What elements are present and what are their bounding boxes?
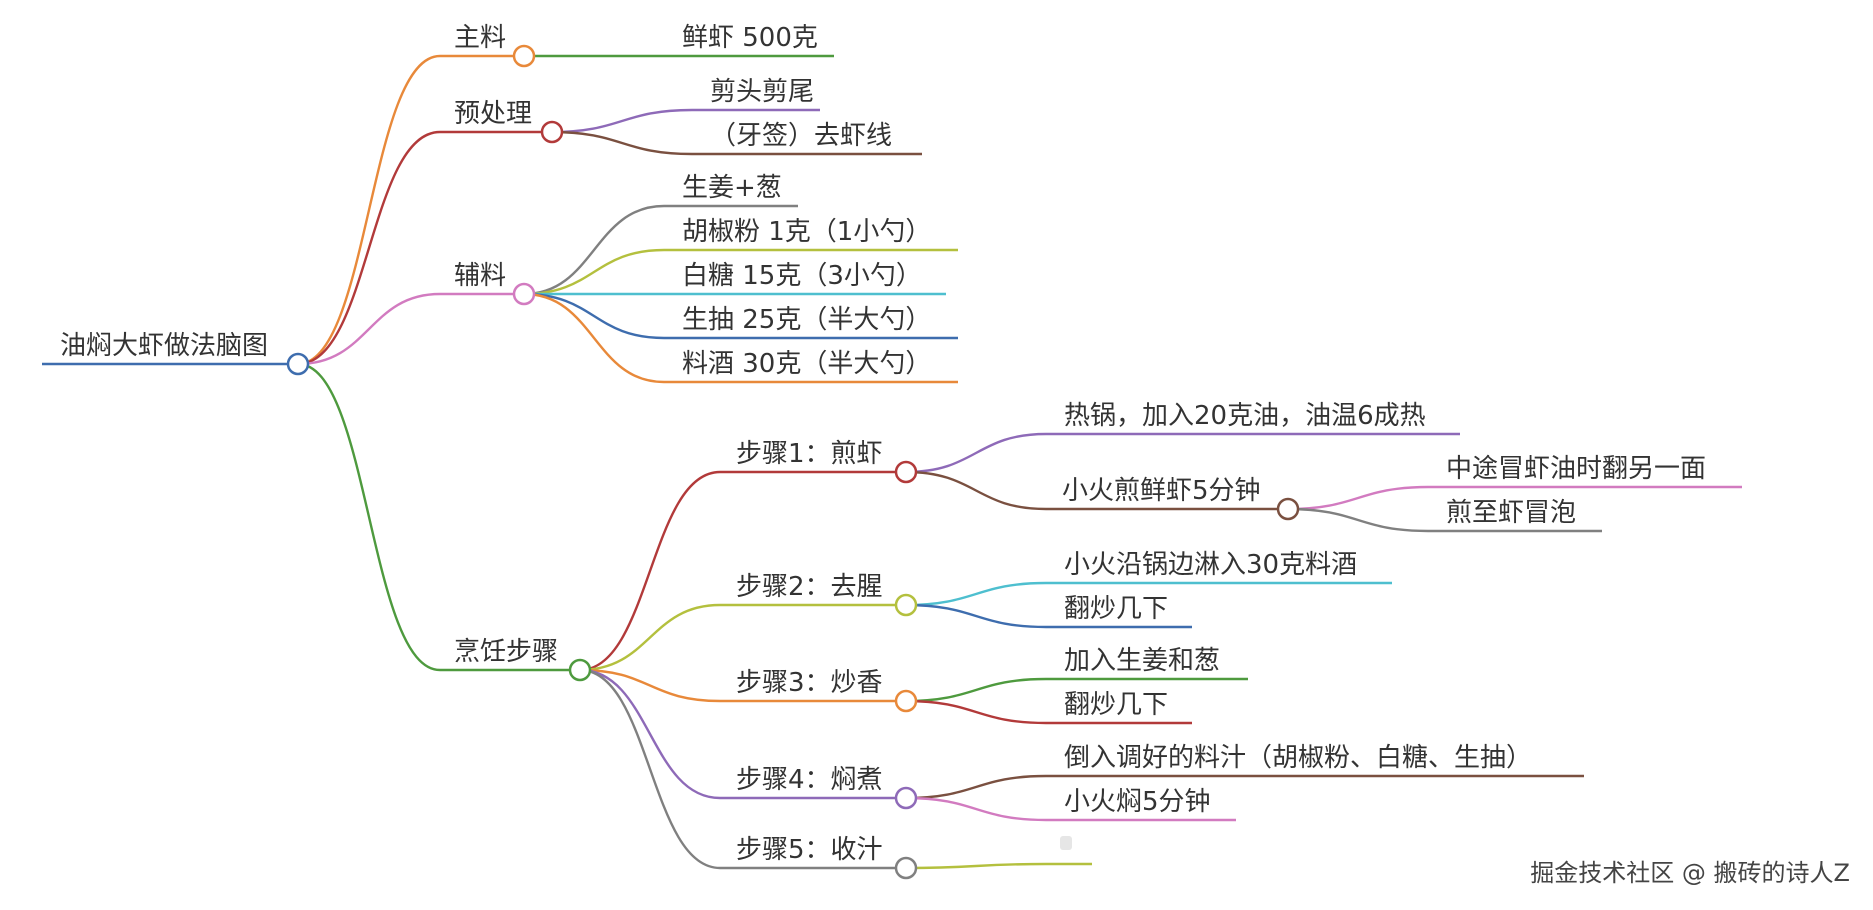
edge-n-soy [523, 292, 665, 340]
collapse-toggle-n-main[interactable] [512, 44, 536, 68]
node-label-n-steps[interactable]: 烹饪步骤 [454, 637, 558, 667]
collapse-toggle-n-s5[interactable] [894, 856, 918, 880]
node-label-n-wine[interactable]: 料酒 30克（半大勺） [682, 349, 931, 379]
node-label-n-s5[interactable]: 步骤5：收汁 [736, 835, 883, 865]
node-label-n-cut[interactable]: 剪头剪尾 [710, 77, 814, 107]
edge-n-vein [551, 130, 693, 156]
edge-n-prep [297, 130, 441, 366]
edge-n-s1a [905, 432, 1047, 474]
collapse-toggle-layer [286, 44, 1300, 880]
node-label-n-s1a[interactable]: 热锅，加入20克油，油温6成热 [1064, 401, 1426, 431]
edge-n-s1b1 [1287, 485, 1429, 511]
node-label-n-ginger[interactable]: 生姜+葱 [682, 173, 782, 203]
node-label-n-s1b[interactable]: 小火煎鲜虾5分钟 [1062, 476, 1261, 506]
node-label-n-s4a[interactable]: 倒入调好的料汁（胡椒粉、白糖、生抽） [1064, 743, 1532, 773]
node-label-n-s1[interactable]: 步骤1：煎虾 [736, 439, 883, 469]
edge-n-s2 [579, 603, 721, 672]
edge-n-s3a [905, 677, 1047, 703]
edge-n-s5a [905, 862, 1047, 870]
edge-n-s4b [905, 796, 1047, 822]
edge-n-pepper [523, 248, 665, 296]
node-label-root[interactable]: 油焖大虾做法脑图 [60, 331, 268, 361]
edge-n-s3b [905, 699, 1047, 725]
node-label-n-prep[interactable]: 预处理 [454, 99, 532, 129]
node-label-n-main[interactable]: 主料 [454, 23, 506, 53]
edge-n-cut [551, 108, 693, 134]
node-label-n-soy[interactable]: 生抽 25克（半大勺） [682, 305, 931, 335]
underline-layer [42, 54, 1742, 870]
node-label-n-shrimp[interactable]: 鲜虾 500克 [682, 23, 818, 53]
node-label-n-sugar[interactable]: 白糖 15克（3小勺） [682, 261, 922, 291]
collapse-toggle-root[interactable] [286, 352, 310, 376]
node-label-n-s4b[interactable]: 小火焖5分钟 [1064, 787, 1211, 817]
faded-marker-icon [1060, 836, 1072, 850]
collapse-toggle-n-s2[interactable] [894, 593, 918, 617]
node-label-n-aux[interactable]: 辅料 [454, 261, 506, 291]
edge-n-steps [297, 362, 441, 672]
edge-n-s4 [579, 668, 721, 800]
node-label-n-vein[interactable]: （牙签）去虾线 [710, 121, 892, 151]
node-label-n-s2b[interactable]: 翻炒几下 [1064, 594, 1168, 624]
node-label-n-s2a[interactable]: 小火沿锅边淋入30克料酒 [1064, 550, 1357, 580]
watermark: 掘金技术社区 @ 搬砖的诗人Z [1530, 859, 1850, 887]
collapse-toggle-n-prep[interactable] [540, 120, 564, 144]
edge-n-s2a [905, 581, 1047, 607]
collapse-toggle-n-s1[interactable] [894, 460, 918, 484]
edge-n-aux [297, 292, 441, 366]
collapse-toggle-n-aux[interactable] [512, 282, 536, 306]
node-label-n-s3a[interactable]: 加入生姜和葱 [1064, 646, 1220, 676]
node-label-n-s2[interactable]: 步骤2：去腥 [736, 572, 883, 602]
edge-n-s4a [905, 774, 1047, 800]
node-label-n-s3[interactable]: 步骤3：炒香 [736, 668, 883, 698]
edge-n-s3 [579, 668, 721, 703]
edge-n-s2b [905, 603, 1047, 629]
collapse-toggle-n-s3[interactable] [894, 689, 918, 713]
node-label-n-s3b[interactable]: 翻炒几下 [1064, 690, 1168, 720]
collapse-toggle-n-s4[interactable] [894, 786, 918, 810]
edge-n-s1b [905, 470, 1047, 511]
edge-layer [297, 54, 1429, 870]
node-label-n-s4[interactable]: 步骤4：焖煮 [736, 765, 883, 795]
edge-n-s1b2 [1287, 507, 1429, 533]
edge-n-s5 [579, 668, 721, 870]
edge-n-ginger [523, 204, 665, 296]
edge-n-s1 [579, 470, 721, 672]
edge-n-wine [523, 292, 665, 384]
node-label-n-s1b1[interactable]: 中途冒虾油时翻另一面 [1446, 454, 1706, 484]
node-label-n-s1b2[interactable]: 煎至虾冒泡 [1446, 498, 1576, 528]
node-label-n-pepper[interactable]: 胡椒粉 1克（1小勺） [682, 217, 931, 247]
collapse-toggle-n-s1b[interactable] [1276, 497, 1300, 521]
collapse-toggle-n-steps[interactable] [568, 658, 592, 682]
edge-n-main [297, 54, 441, 366]
